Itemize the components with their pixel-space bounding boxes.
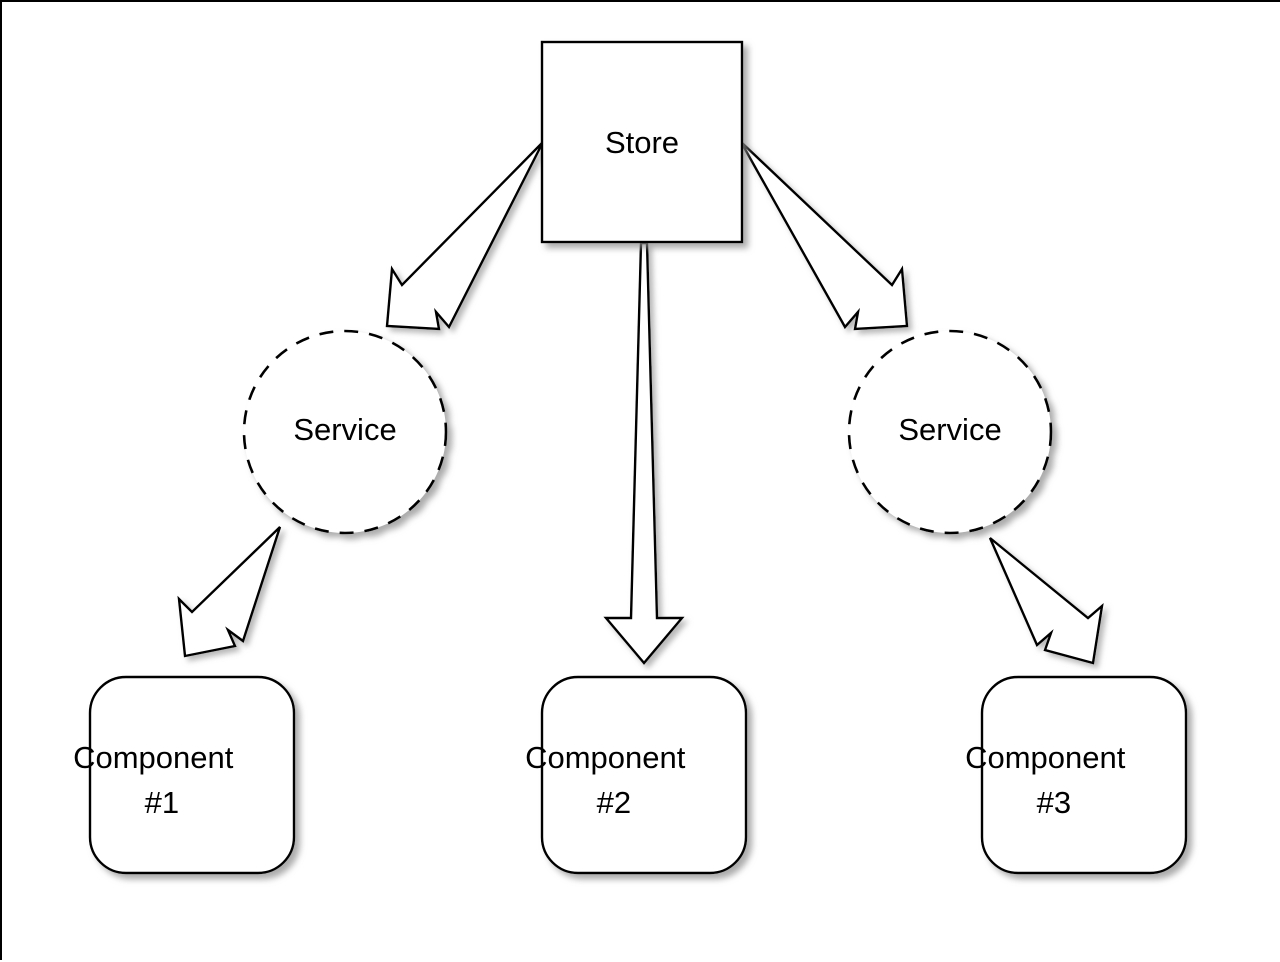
edge-service-left-to-component-1[interactable] <box>177 526 282 658</box>
node-component-2[interactable]: Component #2 <box>525 675 763 875</box>
node-component-2-label-line1: Component <box>525 740 686 775</box>
node-service-left[interactable]: Service <box>242 329 448 535</box>
edge-store-to-service-right[interactable] <box>739 141 909 331</box>
node-component-3[interactable]: Component #3 <box>965 675 1203 875</box>
node-service-left-label: Service <box>293 412 396 447</box>
node-component-1-label: Component #1 <box>73 740 311 820</box>
node-service-right[interactable]: Service <box>847 329 1053 535</box>
node-component-2-label-line2: #2 <box>597 785 631 820</box>
node-component-3-label-line1: Component <box>965 740 1126 775</box>
edge-service-right-to-component-3[interactable] <box>988 537 1104 665</box>
edge-store-to-component-2[interactable] <box>603 241 685 665</box>
node-component-3-label-line2: #3 <box>1037 785 1071 820</box>
node-store[interactable]: Store <box>540 40 744 244</box>
node-component-2-label: Component #2 <box>525 740 763 820</box>
node-service-right-label: Service <box>898 412 1001 447</box>
node-component-3-label: Component #3 <box>965 740 1203 820</box>
node-component-1[interactable]: Component #1 <box>73 675 311 875</box>
node-store-label: Store <box>605 125 679 160</box>
node-component-1-label-line1: Component <box>73 740 234 775</box>
edge-store-to-service-left[interactable] <box>385 141 545 331</box>
node-component-1-label-line2: #1 <box>145 785 179 820</box>
